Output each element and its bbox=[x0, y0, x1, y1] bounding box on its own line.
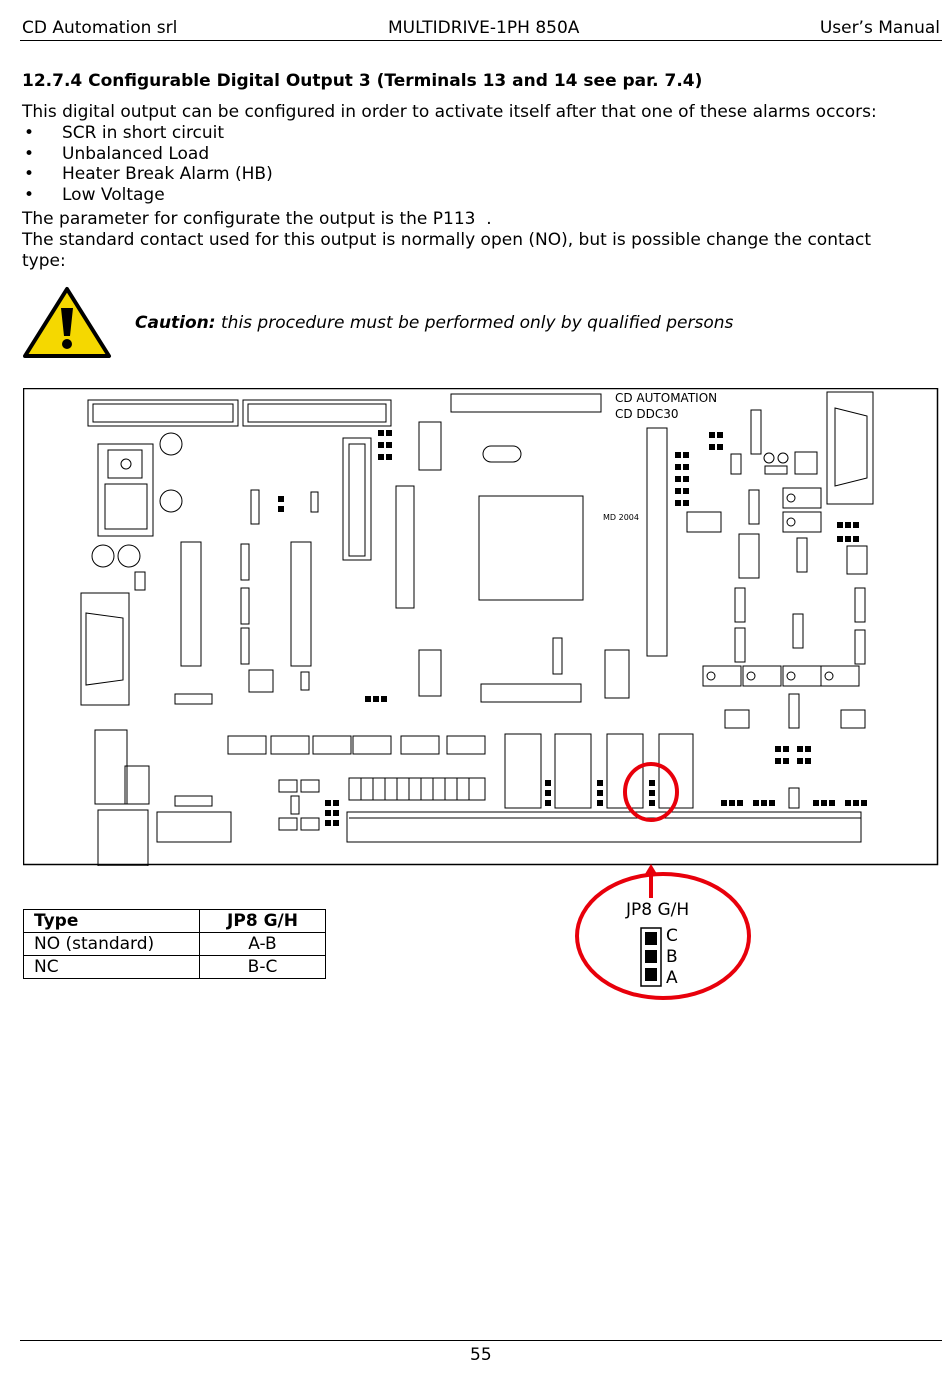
contact-text-continued: type: bbox=[22, 251, 66, 271]
jumper-pin-a bbox=[645, 968, 657, 981]
bullet-icon: • bbox=[24, 185, 35, 205]
table-header-jp8: JP8 G/H bbox=[199, 909, 326, 933]
table-cell: B-C bbox=[199, 955, 326, 979]
table-cell: A-B bbox=[199, 932, 326, 956]
section-title: 12.7.4 Configurable Digital Output 3 (Te… bbox=[22, 71, 703, 91]
table-row: NO (standard) A-B bbox=[23, 932, 326, 956]
page-number: 55 bbox=[470, 1345, 492, 1365]
callout-title: JP8 G/H bbox=[626, 900, 690, 920]
pin-label-a: A bbox=[666, 968, 678, 988]
warning-triangle-icon bbox=[23, 287, 111, 358]
bullet-icon: • bbox=[24, 144, 35, 164]
list-item-text: Low Voltage bbox=[62, 185, 165, 205]
jp8-callout bbox=[575, 864, 751, 1000]
callout-arrowhead-icon bbox=[645, 864, 657, 874]
jumper-pin-b bbox=[645, 950, 657, 963]
jp8-highlight-ellipse bbox=[623, 762, 679, 822]
contact-text: The standard contact used for this outpu… bbox=[22, 230, 872, 250]
table-cell: NC bbox=[23, 955, 200, 979]
table-cell: NO (standard) bbox=[23, 932, 200, 956]
header-rule bbox=[20, 40, 942, 41]
intro-text: This digital output can be configured in… bbox=[22, 102, 877, 122]
list-item-text: Heater Break Alarm (HB) bbox=[62, 164, 273, 184]
caution-label: Caution: bbox=[135, 313, 216, 333]
list-item-text: SCR in short circuit bbox=[62, 123, 225, 143]
board-revision-label: MD 2004 bbox=[603, 513, 639, 522]
bullet-icon: • bbox=[24, 123, 35, 143]
caution-text: this procedure must be performed only by… bbox=[215, 313, 734, 333]
board-diagram: CD AUTOMATION CD DDC30 MD 2004 bbox=[23, 388, 939, 866]
bullet-icon: • bbox=[24, 164, 35, 184]
pin-label-c: C bbox=[666, 926, 678, 946]
pin-label-b: B bbox=[666, 947, 678, 967]
jumper-pin-c bbox=[645, 932, 657, 945]
list-item-text: Unbalanced Load bbox=[62, 144, 210, 164]
board-maker-label: CD AUTOMATION bbox=[615, 391, 717, 405]
callout-ellipse bbox=[575, 872, 751, 1000]
footer-rule bbox=[20, 1340, 942, 1341]
table-row: NC B-C bbox=[23, 955, 326, 979]
header-product: MULTIDRIVE-1PH 850A bbox=[388, 18, 580, 38]
board-model-label: CD DDC30 bbox=[615, 407, 679, 421]
param-text: The parameter for configurate the output… bbox=[22, 209, 492, 229]
table-header-type: Type bbox=[23, 909, 200, 933]
caution-note: Caution: this procedure must be performe… bbox=[135, 313, 733, 333]
header-doc-type: User’s Manual bbox=[819, 18, 940, 38]
jumper-config-table: Type JP8 G/H NO (standard) A-B NC B-C bbox=[23, 909, 326, 979]
table-header-row: Type JP8 G/H bbox=[23, 909, 326, 933]
header-company: CD Automation srl bbox=[22, 18, 178, 38]
